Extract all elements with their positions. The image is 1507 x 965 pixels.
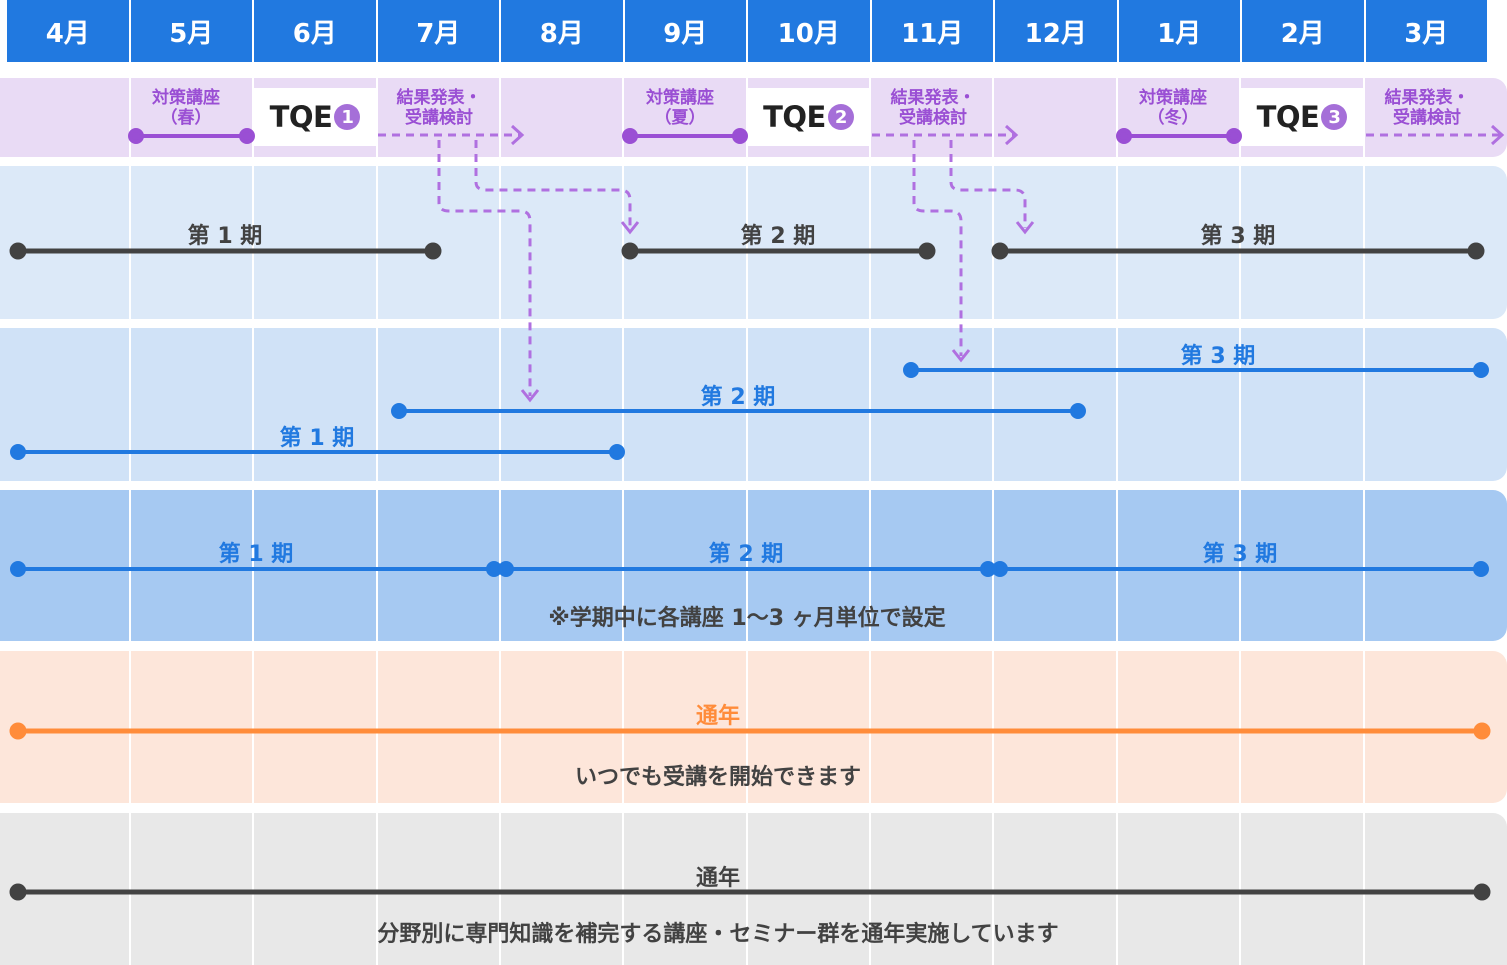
month-cell: 8月 bbox=[501, 0, 625, 62]
period-label: 第 1 期 bbox=[279, 426, 355, 451]
month-cell: 9月 bbox=[624, 0, 748, 62]
month-cell: 12月 bbox=[995, 0, 1119, 62]
month-cell: 7月 bbox=[377, 0, 501, 62]
period-label: 第 1 期 bbox=[187, 224, 263, 249]
month-cell: 5月 bbox=[130, 0, 254, 62]
month-cell: 6月 bbox=[254, 0, 378, 62]
results-label-1: 結果発表・受講検討 bbox=[396, 88, 482, 128]
results-label-2: 結果発表・受講検討 bbox=[890, 88, 976, 128]
month-cell: 10月 bbox=[748, 0, 872, 62]
schedule-row-1: 第 1 期 第 2 期 第 3 期 bbox=[0, 166, 1507, 319]
month-header: 4月 5月 6月 7月 8月 9月 10月 11月 12月 1月 2月 3月 bbox=[7, 0, 1487, 62]
schedule-row-2: 第 1 期 第 2 期 第 3 期 bbox=[0, 328, 1507, 481]
year-round-label: 通年 bbox=[695, 866, 741, 891]
month-cell: 1月 bbox=[1118, 0, 1242, 62]
period-label: 第 2 期 bbox=[740, 224, 816, 249]
results-label-3: 結果発表・受講検討 bbox=[1384, 88, 1470, 128]
period-label: 第 3 期 bbox=[1180, 344, 1256, 369]
year-round-label: 通年 bbox=[695, 704, 741, 729]
schedule-row-3: 第 1 期 第 2 期 第 3 期 ※学期中に各講座 1〜3 ヶ月単位で設定 bbox=[0, 490, 1507, 641]
schedule-row-4: 通年 いつでも受講を開始できます bbox=[0, 651, 1507, 803]
period-label: 第 2 期 bbox=[708, 542, 784, 567]
number-badge-icon: 3 bbox=[1321, 104, 1348, 130]
number-badge-icon: 2 bbox=[827, 104, 854, 130]
period-label: 第 1 期 bbox=[218, 542, 294, 567]
prep-course-summer-label: 対策講座（夏） bbox=[646, 88, 714, 128]
month-cell: 11月 bbox=[871, 0, 995, 62]
period-label: 第 3 期 bbox=[1200, 224, 1276, 249]
month-cell: 3月 bbox=[1365, 0, 1487, 62]
number-badge-icon: 1 bbox=[334, 104, 361, 130]
schedule-row-5: 通年 分野別に専門知識を補完する講座・セミナー群を通年実施しています bbox=[0, 813, 1507, 965]
row4-note: いつでも受講を開始できます bbox=[574, 765, 862, 790]
month-cell: 4月 bbox=[7, 0, 131, 62]
row5-note: 分野別に専門知識を補完する講座・セミナー群を通年実施しています bbox=[377, 922, 1059, 947]
row3-note: ※学期中に各講座 1〜3 ヶ月単位で設定 bbox=[548, 606, 946, 631]
period-label: 第 3 期 bbox=[1202, 542, 1278, 567]
prep-course-spring-label: 対策講座（春） bbox=[152, 88, 220, 128]
month-cell: 2月 bbox=[1242, 0, 1366, 62]
period-label: 第 2 期 bbox=[700, 385, 776, 410]
prep-course-winter-label: 対策講座（冬） bbox=[1139, 88, 1207, 128]
